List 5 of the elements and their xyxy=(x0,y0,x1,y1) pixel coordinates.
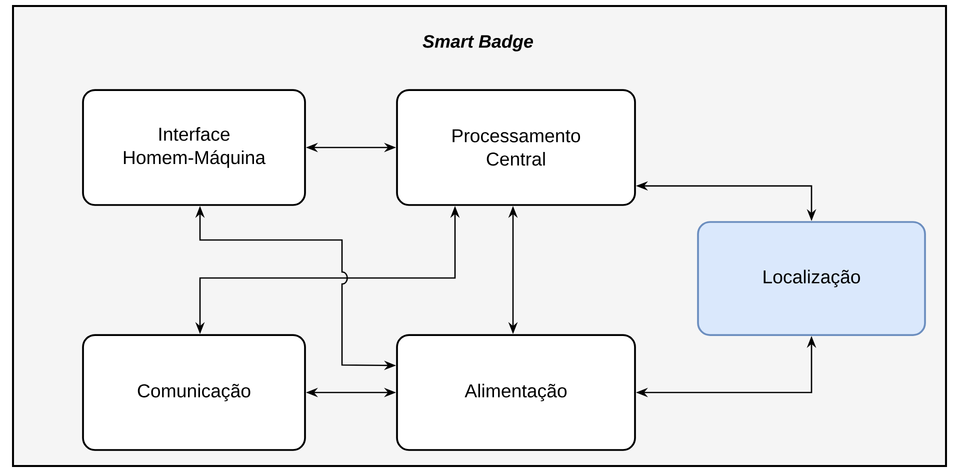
process-box: Alimentação xyxy=(396,334,636,451)
process-box: Comunicação xyxy=(82,334,306,451)
process-box: Localização xyxy=(697,221,926,336)
process-box: Interface Homem-Máquina xyxy=(82,89,306,206)
process-box: Processamento Central xyxy=(396,89,636,206)
